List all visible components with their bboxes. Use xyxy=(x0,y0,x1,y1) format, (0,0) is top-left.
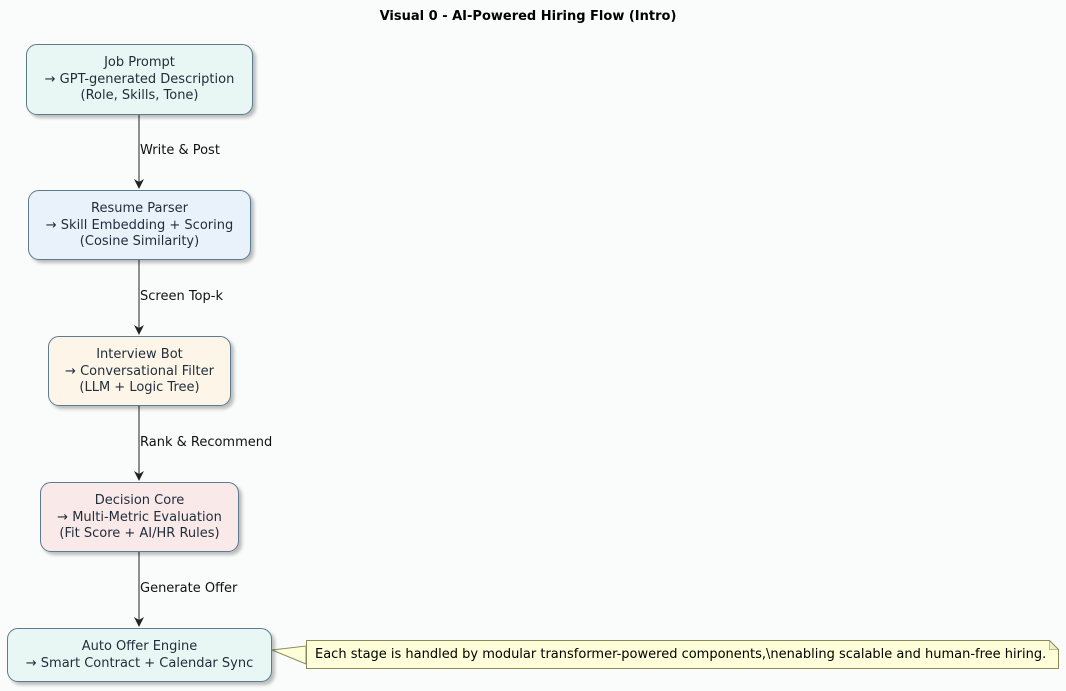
node-heading: Interview Bot xyxy=(96,347,183,362)
edge-label-rank-recommend: Rank & Recommend xyxy=(140,435,273,450)
node-detail: → Skill Embedding + Scoring xyxy=(45,217,234,233)
decision-core-node: Decision Core → Multi-Metric Evaluation … xyxy=(40,482,239,552)
node-subdetail: (LLM + Logic Tree) xyxy=(79,380,200,395)
node-heading: Job Prompt xyxy=(104,55,175,70)
job-prompt-node: Job Prompt → GPT-generated Description (… xyxy=(26,44,253,115)
resume-parser-node: Resume Parser → Skill Embedding + Scorin… xyxy=(28,190,251,260)
node-subdetail: (Role, Skills, Tone) xyxy=(80,88,199,103)
auto-offer-engine-node: Auto Offer Engine → Smart Contract + Cal… xyxy=(7,628,272,682)
node-detail: → Conversational Filter xyxy=(65,363,214,379)
stage-note: Each stage is handled by modular transfo… xyxy=(306,640,1059,669)
note-connector xyxy=(270,645,307,665)
note-text: Each stage is handled by modular transfo… xyxy=(315,647,1047,662)
node-detail: → GPT-generated Description xyxy=(44,71,235,87)
node-subdetail: (Fit Score + AI/HR Rules) xyxy=(59,526,220,541)
diagram-title: Visual 0 - AI-Powered Hiring Flow (Intro… xyxy=(379,9,677,24)
node-heading: Resume Parser xyxy=(91,201,188,216)
node-heading: Auto Offer Engine xyxy=(81,639,198,654)
edge-label-write-post: Write & Post xyxy=(140,143,220,158)
edge-label-generate-offer: Generate Offer xyxy=(140,581,238,596)
note-fold-corner xyxy=(1049,640,1059,650)
node-detail: → Smart Contract + Calendar Sync xyxy=(25,655,254,671)
node-detail: → Multi-Metric Evaluation xyxy=(57,509,222,525)
node-heading: Decision Core xyxy=(94,493,185,508)
edge-label-screen-top-k: Screen Top-k xyxy=(140,289,223,304)
interview-bot-node: Interview Bot → Conversational Filter (L… xyxy=(48,336,231,406)
node-subdetail: (Cosine Similarity) xyxy=(79,234,200,249)
